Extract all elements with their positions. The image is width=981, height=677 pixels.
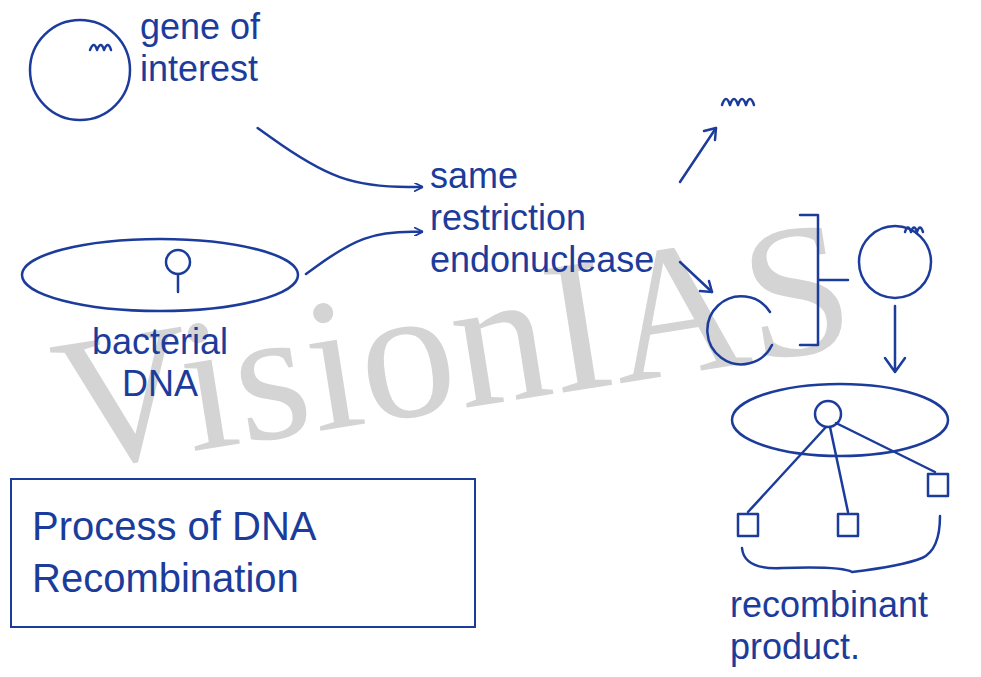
arrow-head <box>704 128 716 140</box>
bacterial-dna: bacterial DNA <box>20 237 300 313</box>
gene-squiggle <box>90 45 111 50</box>
connector-arrow <box>258 128 422 187</box>
inserted-gene <box>905 228 923 233</box>
circle-outline <box>28 18 132 122</box>
product-square <box>738 514 758 536</box>
ellipse-outline <box>732 384 948 456</box>
connector-arrow <box>306 232 422 274</box>
node-text: recombinant product. <box>730 584 965 668</box>
plasmid-stem <box>177 274 180 292</box>
ellipse-outline <box>22 239 298 311</box>
expression-lines <box>748 423 935 512</box>
title-box: Process of DNA Recombination <box>10 478 476 628</box>
gene-circle: gene of interest <box>28 18 132 122</box>
ellipse-outline <box>20 237 300 313</box>
cut-arrow <box>680 128 716 182</box>
node-text: bacterial DNA <box>70 321 250 405</box>
gene-fragment <box>722 99 754 105</box>
node-text: Process of DNA Recombination <box>32 500 452 604</box>
product-square <box>928 474 948 496</box>
arrow-head <box>700 281 712 292</box>
cut-plasmid <box>707 296 772 364</box>
enzyme-step: same restriction endonuclease <box>430 155 677 283</box>
recombinant-plasmid <box>815 401 841 427</box>
ligated-plasmid <box>859 226 931 298</box>
cut-arrow <box>680 262 712 292</box>
circle-outline <box>30 20 130 120</box>
down-arrow <box>885 306 905 372</box>
plasmid-circle <box>166 250 190 274</box>
product-square <box>838 514 858 536</box>
ellipse-outline <box>730 382 950 458</box>
recombinant-bacterium: recombinant product. <box>730 382 950 458</box>
product-brace <box>742 516 940 572</box>
node-text: gene of interest <box>140 6 315 90</box>
node-text: same restriction endonuclease <box>430 155 675 281</box>
join-bracket <box>800 215 848 345</box>
